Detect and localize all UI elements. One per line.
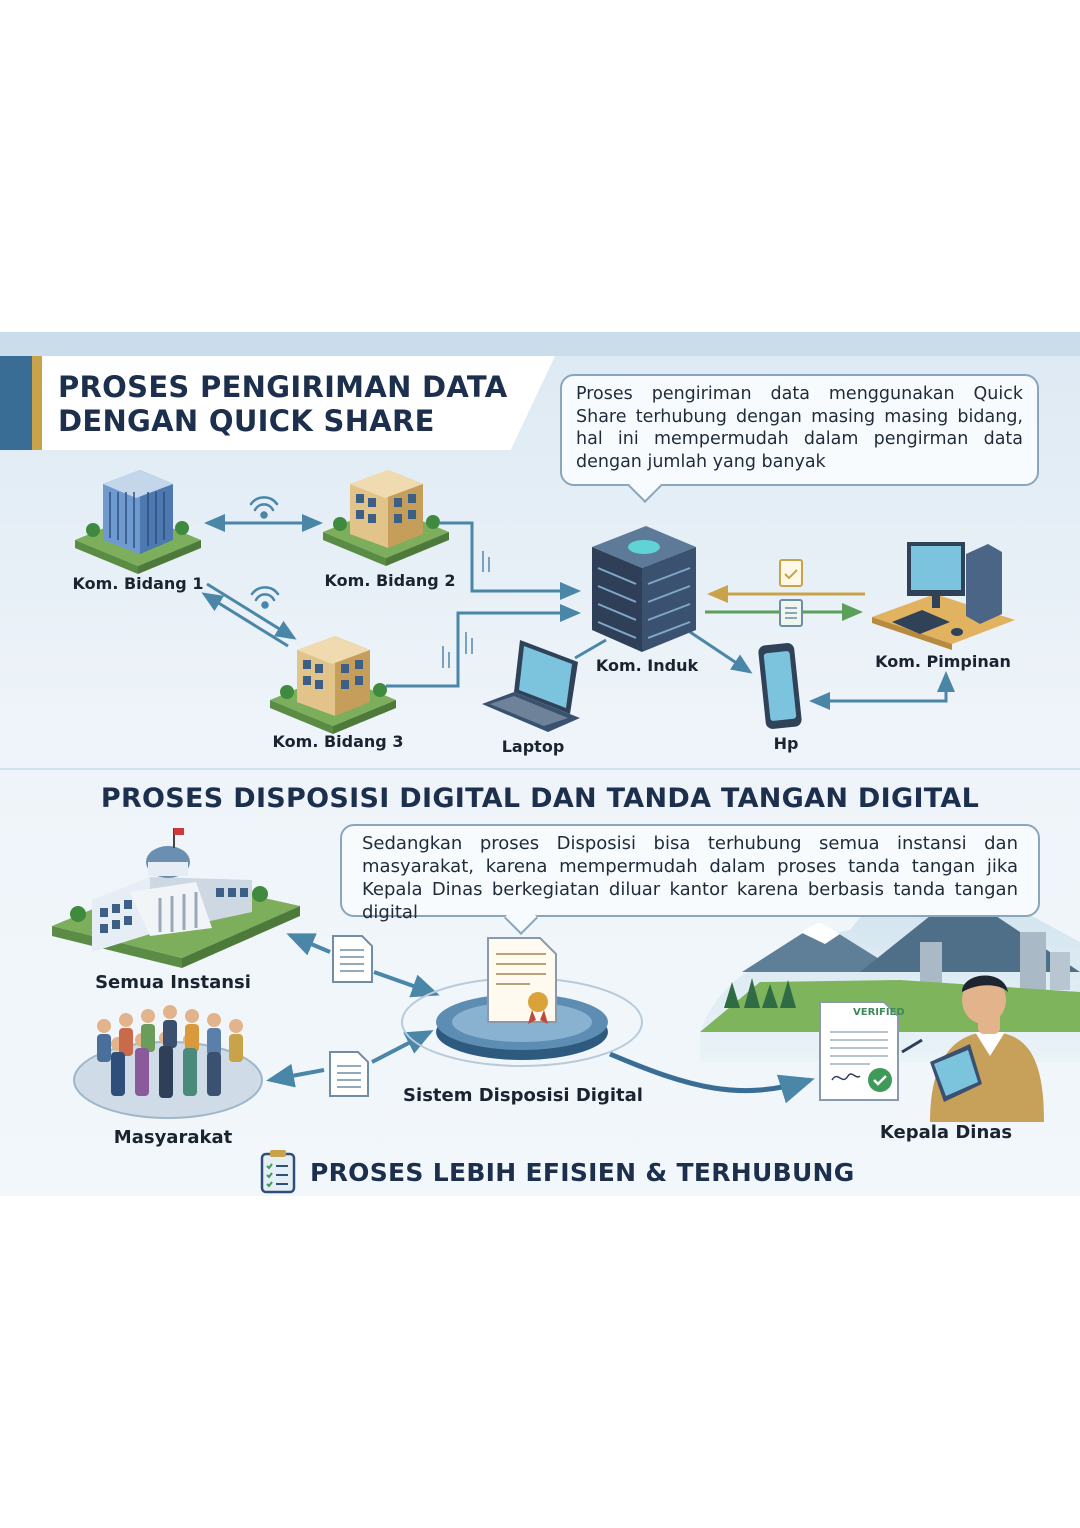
document-icon [329, 1051, 369, 1097]
clipboard-checklist-icon [260, 1150, 296, 1194]
label-masyarakat: Masyarakat [113, 1127, 233, 1148]
label-kepala-dinas: Kepala Dinas [879, 1122, 1013, 1143]
document-icon [332, 935, 373, 983]
footer-slogan: PROSES LEBIH EFISIEN & TERHUBUNG [310, 1158, 855, 1187]
document-icon [779, 599, 803, 627]
laptop-icon [482, 640, 580, 732]
kepala-dinas-person-icon [901, 975, 1044, 1122]
link-bidang2-induk [440, 521, 581, 600]
building-bidang2-icon [323, 470, 449, 566]
label-semua-instansi: Semua Instansi [95, 972, 251, 993]
label-bidang2: Kom. Bidang 2 [324, 571, 456, 590]
wifi-icon [249, 496, 279, 519]
building-bidang1-icon [75, 470, 201, 574]
link-bidang3-induk [386, 604, 581, 688]
link-laptop-induk [574, 638, 607, 660]
link-bidang1-bidang3 [201, 582, 297, 648]
link-masyarakat-sistem [266, 1030, 434, 1088]
label-sistem-disposisi: Sistem Disposisi Digital [403, 1085, 643, 1106]
document-check-icon [779, 559, 803, 587]
section-divider [0, 768, 1080, 770]
diagram-canvas [52, 470, 1080, 1194]
callout-quick-share: Proses pengiriman data menggunakan Quick… [560, 374, 1039, 486]
label-induk: Kom. Induk [595, 656, 699, 675]
signal-icon [442, 551, 490, 668]
title-card [0, 356, 555, 450]
section2-title: PROSES DISPOSISI DIGITAL DAN TANDA TANGA… [100, 783, 980, 814]
wifi-icon [250, 586, 280, 609]
label-bidang3: Kom. Bidang 3 [272, 732, 404, 751]
phone-hp-icon [758, 643, 802, 729]
verified-document-icon [819, 1001, 899, 1101]
sistem-disposisi-platform-icon [401, 937, 643, 1067]
desktop-pimpinan-icon [872, 542, 1015, 650]
link-instansi-sistem [286, 933, 440, 998]
link-sistem-kepala [609, 1051, 815, 1104]
building-bidang3-icon [270, 636, 396, 734]
section1-title: PROSES PENGIRIMAN DATA DENGAN QUICK SHAR… [58, 370, 508, 438]
label-hp: Hp [773, 734, 799, 753]
title-accent-stripe [0, 356, 32, 450]
verified-stamp: VERIFIED [853, 1007, 905, 1018]
server-induk-icon [592, 526, 696, 652]
infographic-panel: PROSES PENGIRIMAN DATA DENGAN QUICK SHAR… [0, 332, 1080, 1196]
label-laptop: Laptop [501, 737, 565, 756]
link-induk-hp [689, 630, 753, 674]
title-accent-stripe-gold [32, 356, 42, 450]
link-hp-pimpinan [809, 671, 955, 710]
crowd-masyarakat-icon [73, 1005, 263, 1119]
label-pimpinan: Kom. Pimpinan [875, 652, 1011, 671]
label-bidang1: Kom. Bidang 1 [72, 574, 204, 593]
callout-disposisi: Sedangkan proses Disposisi bisa terhubun… [340, 824, 1040, 923]
government-building-icon [52, 828, 300, 968]
top-band [0, 332, 1080, 356]
